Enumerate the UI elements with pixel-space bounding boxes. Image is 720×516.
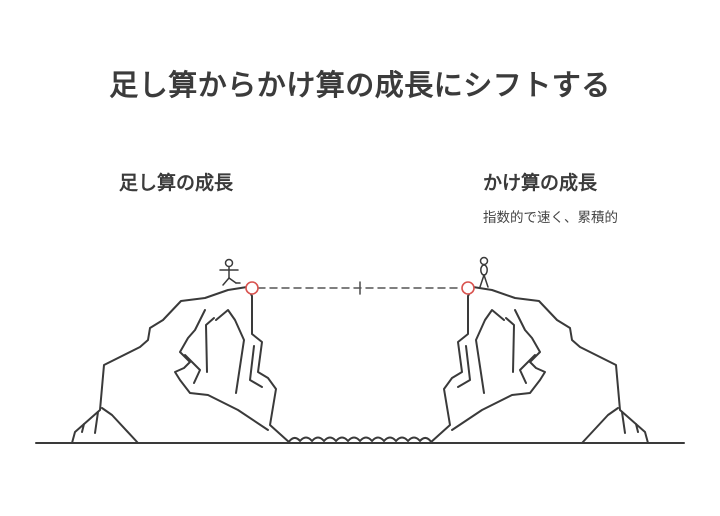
left-cliff (71, 286, 291, 444)
page-title: 足し算からかけ算の成長にシフトする (109, 68, 611, 102)
walking-person-icon (219, 258, 241, 286)
right-edge-marker (461, 281, 475, 295)
standing-person-icon (479, 256, 489, 288)
multiplicative-growth-description: 指数的で速く、累積的 (483, 210, 618, 226)
water-waves (287, 436, 433, 444)
left-edge-marker (245, 281, 259, 295)
right-cliff (429, 286, 649, 444)
multiplicative-growth-label: かけ算の成長 (483, 172, 598, 194)
additive-growth-label: 足し算の成長 (119, 172, 234, 194)
